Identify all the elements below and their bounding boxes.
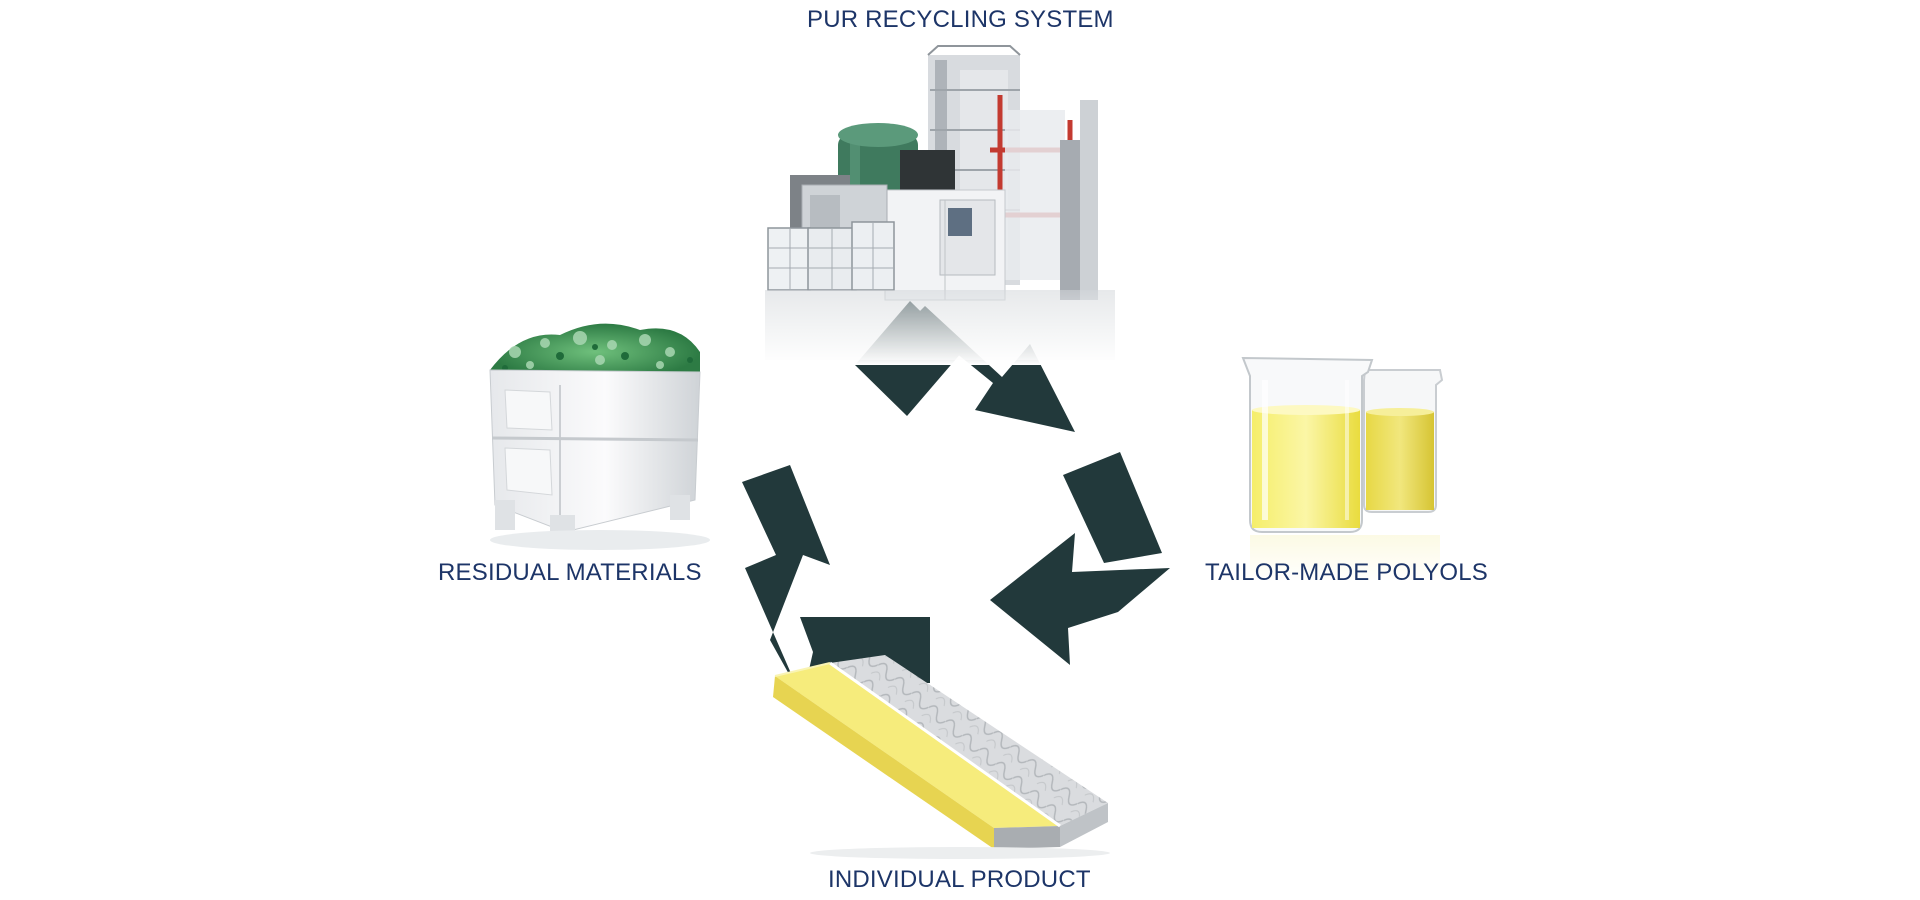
arrow-left-head bbox=[742, 465, 830, 694]
ibc-totes bbox=[767, 221, 895, 291]
mattress-image bbox=[773, 655, 1110, 859]
label-individual-product: INDIVIDUAL PRODUCT bbox=[828, 866, 1091, 893]
recycling-plant-image bbox=[765, 45, 1115, 365]
crate-of-shredded-material-image bbox=[489, 323, 710, 550]
label-pur-recycling-system: PUR RECYCLING SYSTEM bbox=[807, 6, 1114, 33]
arrow-right-tail bbox=[1063, 452, 1162, 563]
beakers-of-polyol-image bbox=[1241, 356, 1444, 582]
arrow-right-head bbox=[990, 533, 1170, 665]
label-residual-materials: RESIDUAL MATERIALS bbox=[438, 559, 702, 586]
label-tailor-made-polyols: TAILOR-MADE POLYOLS bbox=[1205, 559, 1488, 586]
